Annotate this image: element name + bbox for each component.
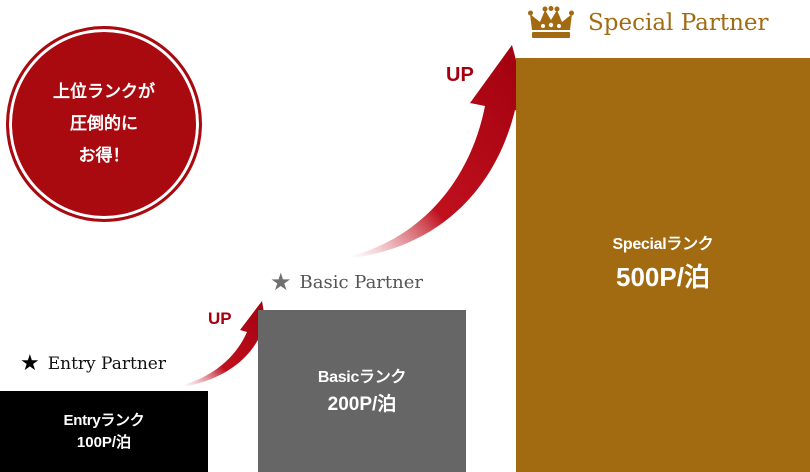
up-label-large: UP <box>446 64 474 86</box>
basic-rank-box: Basicランク 200P/泊 <box>258 310 466 472</box>
entry-rank-points: 100P/泊 <box>76 433 132 451</box>
entry-partner-label: Entry Partner <box>47 353 166 374</box>
special-rank-points: 500P/泊 <box>616 262 710 292</box>
badge-line-3: お得！ <box>78 146 130 166</box>
star-icon: ★ <box>270 268 292 296</box>
basic-rank-name: Basicランク <box>317 369 407 386</box>
badge-line-2: 圧倒的に <box>70 114 138 134</box>
basic-partner-label: Basic Partner <box>299 271 423 293</box>
small-up-arrow <box>183 301 268 387</box>
entry-partner-title: ★ Entry Partner <box>20 351 166 376</box>
up-label-small: UP <box>208 309 232 328</box>
basic-rank-points: 200P/泊 <box>327 394 397 415</box>
large-up-arrow <box>351 45 531 258</box>
special-rank-box: Specialランク 500P/泊 <box>516 58 810 472</box>
crown-icon <box>528 6 574 38</box>
basic-partner-title: ★ Basic Partner <box>270 268 423 296</box>
entry-rank-box: Entryランク 100P/泊 <box>0 391 208 472</box>
special-rank-name: Specialランク <box>612 236 714 253</box>
special-partner-title: Special Partner <box>528 6 769 40</box>
star-icon: ★ <box>20 351 40 376</box>
badge-line-1: 上位ランクが <box>53 82 155 102</box>
promo-badge: 上位ランクが 圧倒的に お得！ <box>6 26 202 222</box>
special-partner-label: Special Partner <box>588 10 769 36</box>
entry-rank-name: Entryランク <box>63 411 145 429</box>
